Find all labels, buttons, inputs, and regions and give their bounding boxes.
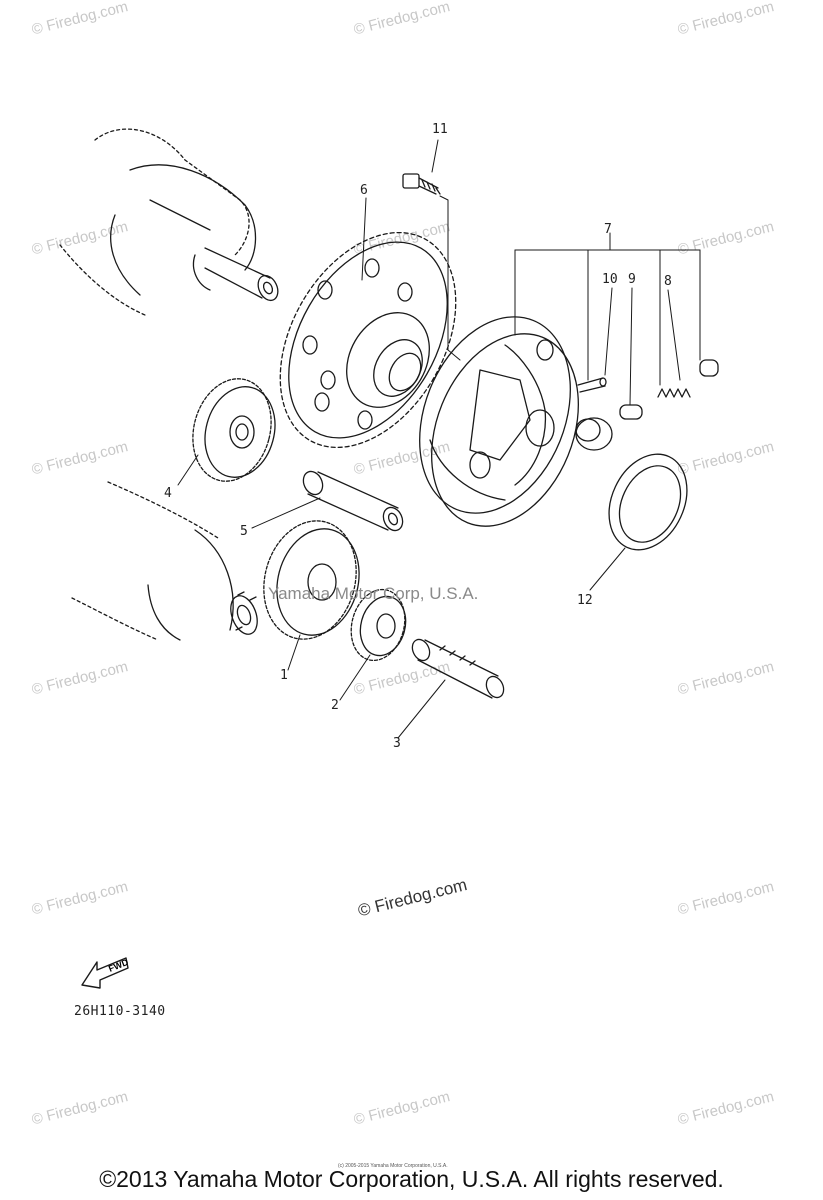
callout-11: 11 <box>432 122 448 137</box>
callout-3: 3 <box>393 736 401 751</box>
callout-8: 8 <box>664 274 672 289</box>
starter-wheel-gear-drawing <box>279 231 457 449</box>
small-gear-drawing <box>350 588 407 662</box>
shaft-drawing <box>302 470 404 532</box>
callout-12: 12 <box>577 593 593 608</box>
primary-gear-drawing <box>263 520 360 640</box>
bolt-drawing <box>402 173 441 195</box>
output-shaft-drawing <box>71 481 258 641</box>
diagram-part-code: 26H110-3140 <box>74 1004 166 1019</box>
tiny-copyright: (c) 2005-2015 Yamaha Motor Corporation, … <box>338 1163 448 1169</box>
callout-2: 2 <box>331 698 339 713</box>
starter-clutch-drawing <box>419 316 579 527</box>
callout-1: 1 <box>280 668 288 683</box>
washer-drawing <box>608 453 688 551</box>
diagram-watermark: Yamaha Motor Corp, U.S.A. <box>268 584 479 603</box>
callout-5: 5 <box>240 524 248 539</box>
idler-gear-drawing <box>192 378 276 482</box>
callout-leaders <box>177 139 701 739</box>
splined-shaft-drawing <box>411 638 505 699</box>
callout-10: 10 <box>602 272 618 287</box>
callout-6: 6 <box>360 183 368 198</box>
callout-7: 7 <box>604 222 612 237</box>
clutch-small-parts-drawing <box>575 359 719 451</box>
callout-4: 4 <box>164 486 172 501</box>
fwd-arrow <box>81 957 129 989</box>
callout-9: 9 <box>628 272 636 287</box>
crankshaft-drawing <box>59 128 279 316</box>
copyright-footer: ©2013 Yamaha Motor Corporation, U.S.A. A… <box>99 1166 724 1192</box>
